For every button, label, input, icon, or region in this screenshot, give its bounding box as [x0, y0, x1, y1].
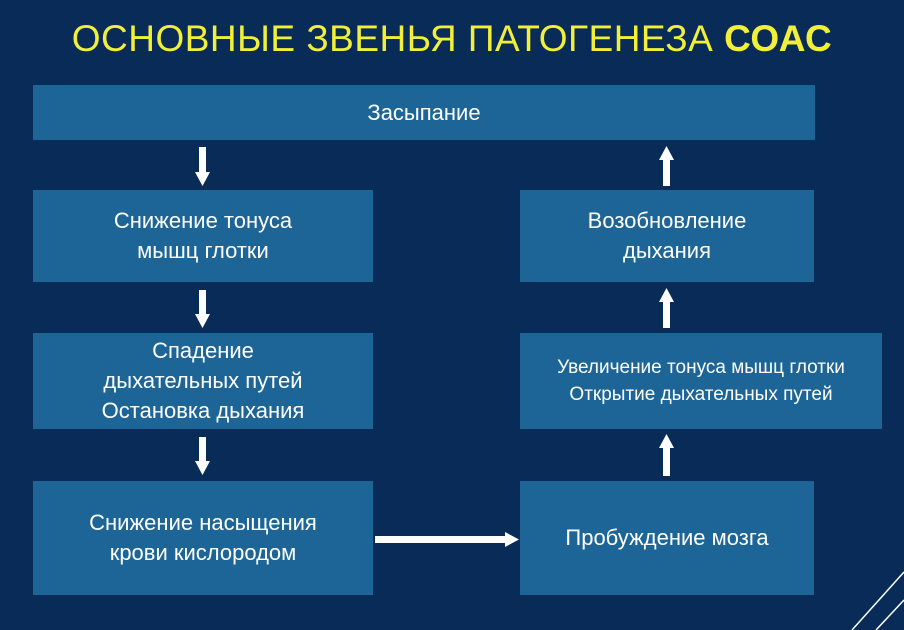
arrow-down-icon	[195, 290, 210, 328]
box-tone-increase: Увеличение тонуса мышц глотки Открытие д…	[520, 333, 882, 429]
box-desaturation: Снижение насыщения крови кислородом	[33, 481, 373, 595]
slide-title-text: ОСНОВНЫЕ ЗВЕНЬЯ ПАТОГЕНЕЗА	[71, 18, 725, 59]
box-breathing-resume: Возобновление дыхания	[520, 190, 814, 282]
arrow-up-icon	[659, 288, 674, 328]
arrow-down-icon	[195, 437, 210, 475]
box-arousal: Пробуждение мозга	[520, 481, 814, 595]
arrow-up-icon	[659, 146, 674, 186]
box-airway-collapse: Спадение дыхательных путей Остановка дых…	[33, 333, 373, 429]
arrow-up-icon	[659, 434, 674, 476]
arrow-right-icon	[375, 532, 519, 547]
box-sleep-onset: Засыпание	[33, 85, 815, 140]
slide-title: ОСНОВНЫЕ ЗВЕНЬЯ ПАТОГЕНЕЗА СОАС	[0, 18, 904, 60]
slide-title-highlight: СОАС	[724, 18, 833, 59]
corner-decoration	[851, 571, 904, 630]
box-tone-decrease: Снижение тонуса мышц глотки	[33, 190, 373, 282]
arrow-down-icon	[195, 147, 210, 186]
